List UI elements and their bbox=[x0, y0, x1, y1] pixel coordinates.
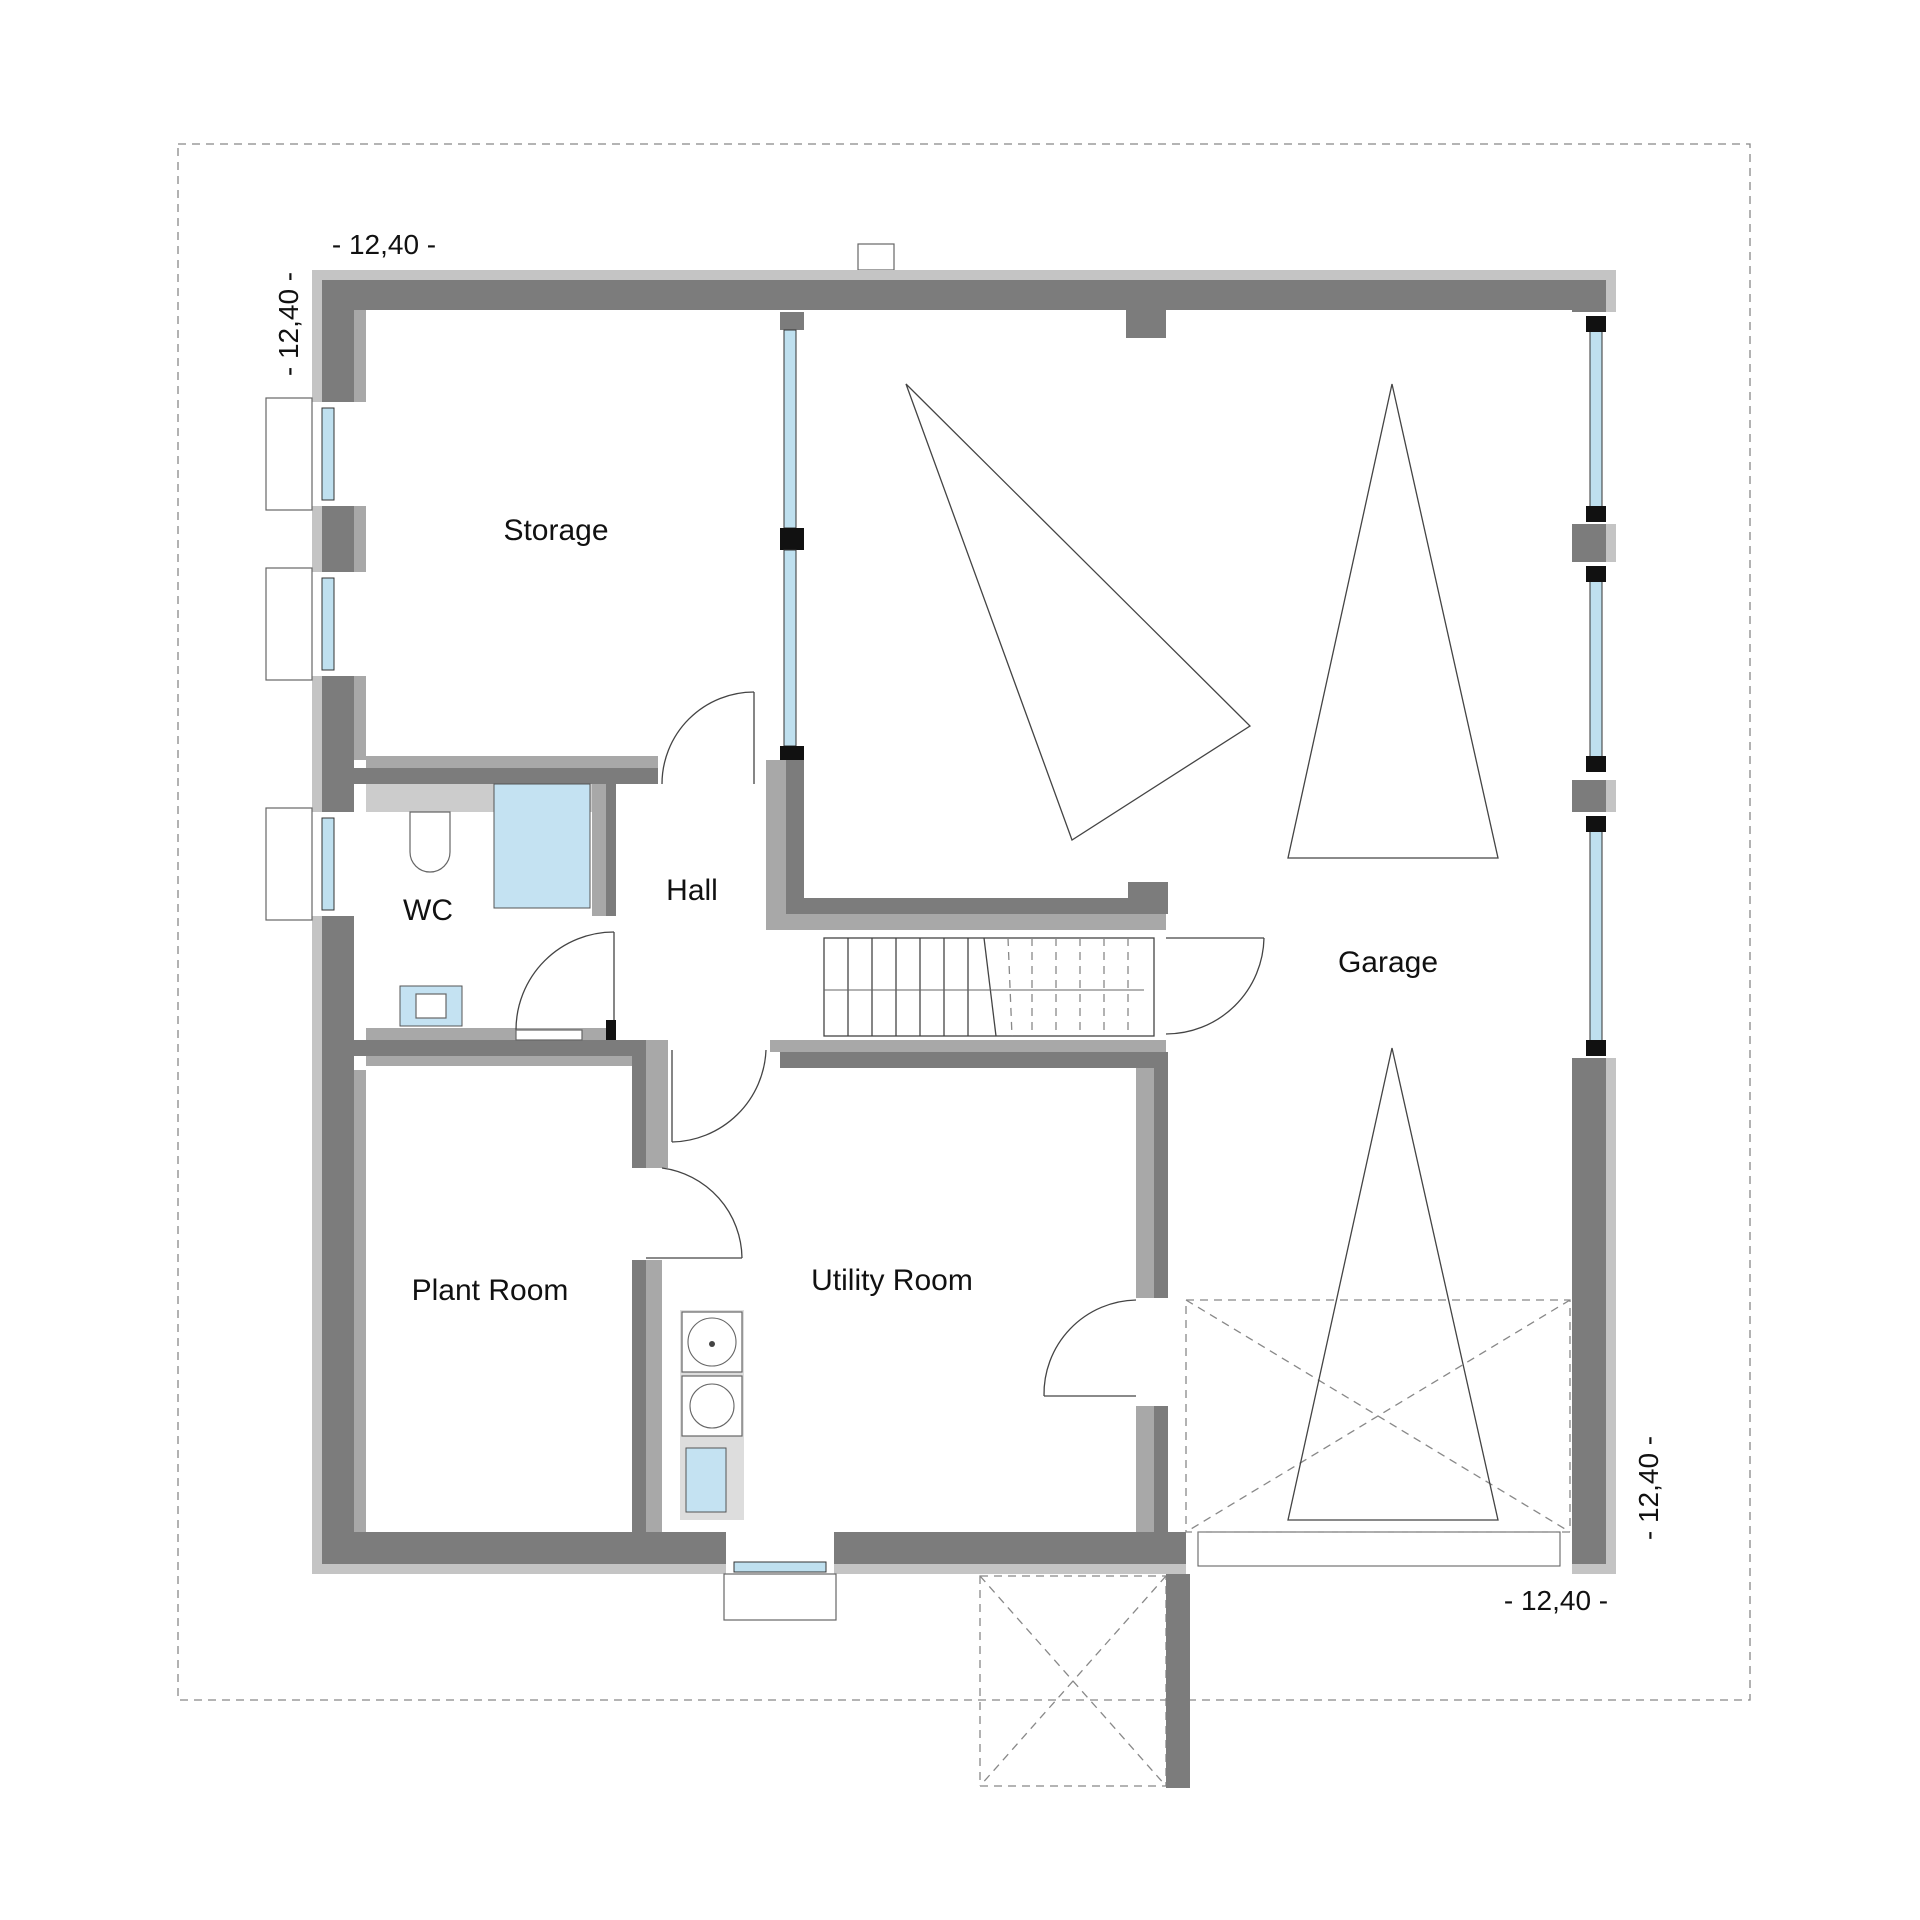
staircase bbox=[823, 937, 1155, 1037]
vent bbox=[857, 243, 895, 271]
doors bbox=[515, 691, 1265, 1397]
room-wc: WC bbox=[403, 894, 453, 927]
entry-canopy bbox=[979, 1574, 1190, 1788]
wc-fixtures bbox=[366, 783, 616, 1041]
utility-fixtures bbox=[680, 1310, 744, 1520]
site-boundary bbox=[177, 143, 1751, 1701]
garage-door bbox=[1185, 1299, 1572, 1574]
room-hall: Hall bbox=[666, 874, 718, 907]
east-windows bbox=[1572, 312, 1616, 1058]
room-storage: Storage bbox=[503, 514, 608, 547]
dimension-bottom: - 12,40 - bbox=[1504, 1585, 1608, 1616]
dimension-left: - 12,40 - bbox=[273, 272, 304, 376]
south-window bbox=[723, 1522, 837, 1621]
room-utility: Utility Room bbox=[811, 1264, 973, 1297]
dimension-right: - 12,40 - bbox=[1633, 1436, 1664, 1540]
interior-walls bbox=[354, 310, 1168, 1532]
garage-vehicles bbox=[905, 383, 1499, 1521]
dimension-top: - 12,40 - bbox=[332, 229, 436, 260]
west-windows bbox=[265, 397, 366, 921]
room-plant: Plant Room bbox=[412, 1274, 569, 1307]
room-garage: Garage bbox=[1338, 946, 1438, 979]
